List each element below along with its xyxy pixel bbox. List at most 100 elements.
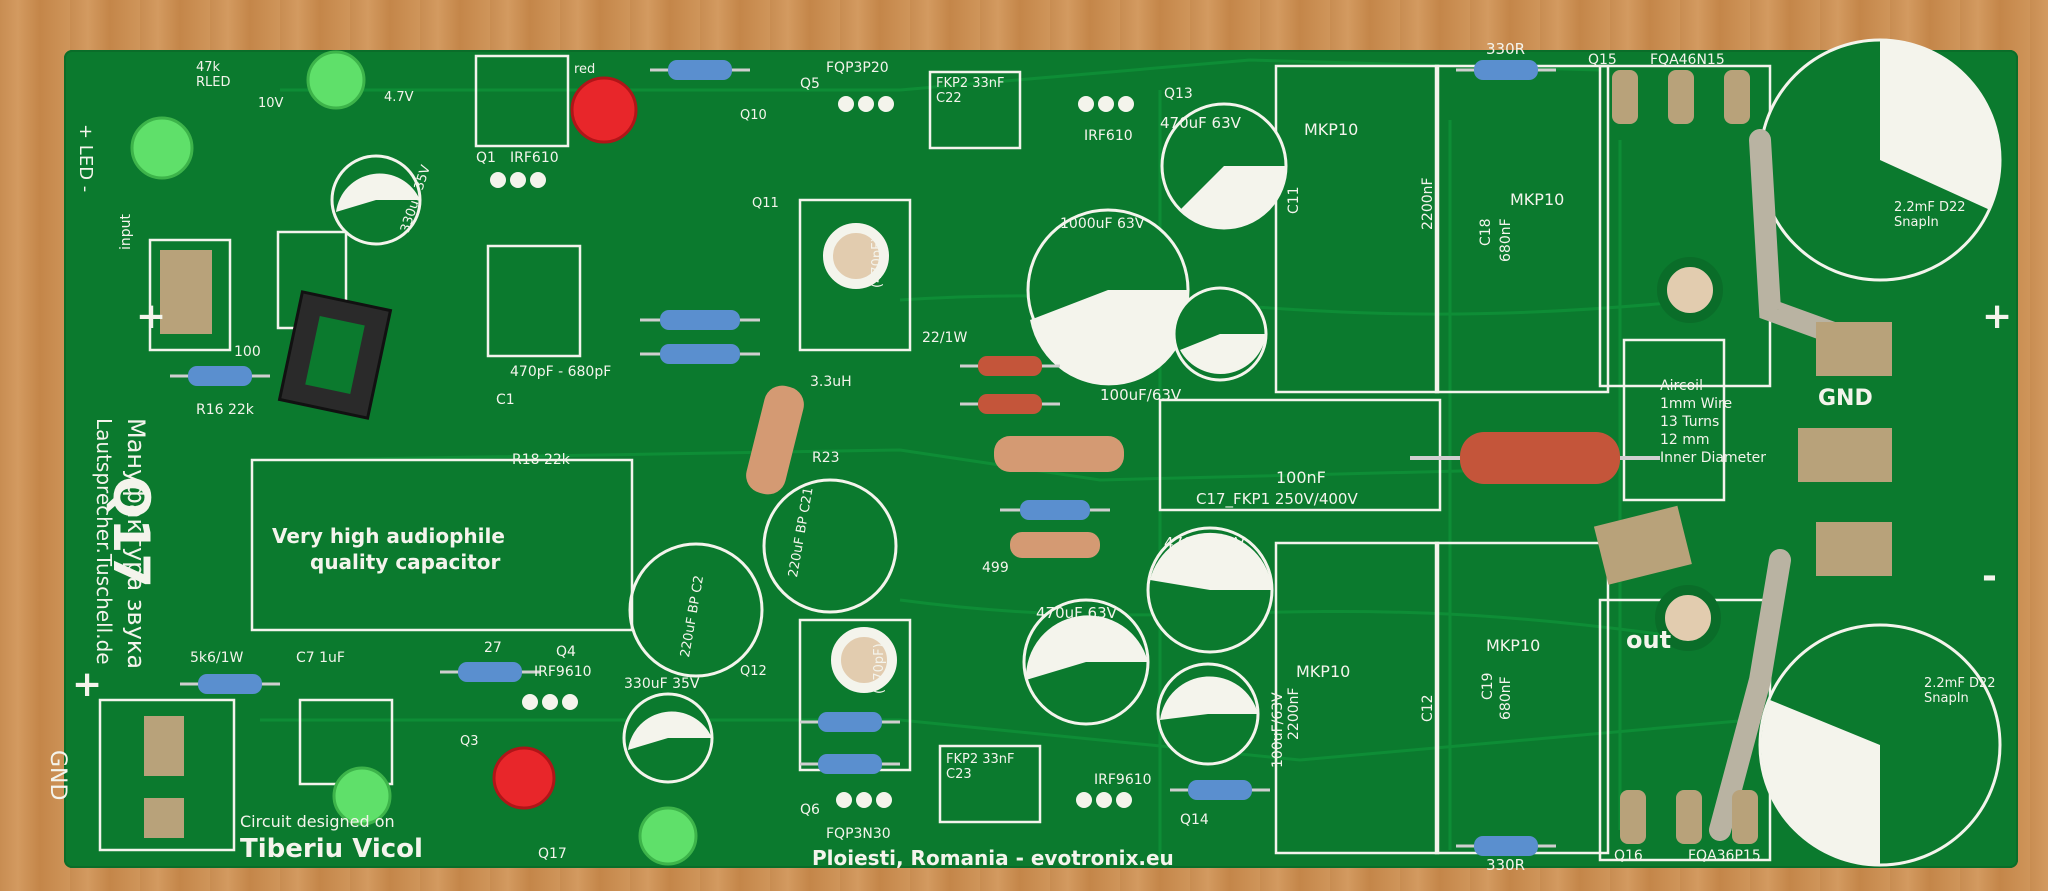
pad-gnd — [1798, 428, 1892, 482]
d-10v-label: 10V — [258, 96, 284, 111]
c18-type: MKP10 — [1510, 190, 1565, 209]
r16-resistor — [188, 366, 252, 386]
input-connector-outline — [148, 238, 232, 352]
out-label: out — [1626, 626, 1672, 654]
c23-label: FKP2 33nF C23 — [946, 752, 1015, 782]
c1-ref: C1 — [496, 392, 515, 408]
c11-outline — [1274, 64, 1440, 394]
c6-fill — [628, 711, 712, 750]
big-power-resistor — [1460, 432, 1620, 484]
c19-ref: C19 — [1480, 672, 1496, 700]
q6-label: Q6 — [800, 802, 820, 818]
plus-right-label: + — [1982, 296, 2013, 337]
r-499-label: 499 — [982, 560, 1009, 576]
input-label: input — [118, 213, 134, 250]
c12-ref: C12 — [1420, 694, 1436, 722]
r-10c-resistor — [660, 344, 740, 364]
q4-part: IRF9610 — [534, 664, 592, 680]
maker-cyrillic: Мануфактура звука — [122, 418, 150, 670]
c19-outline — [1434, 541, 1610, 855]
r330-bottom-resistor — [1474, 836, 1538, 856]
snapin-caps — [1709, 38, 2002, 867]
pad-power-2 — [144, 798, 184, 838]
c-470p-bottom-label: (470pF) — [872, 643, 887, 694]
c2-bp-outline — [628, 542, 764, 678]
q15-pad-3 — [1724, 70, 1750, 124]
q16-label: Q16 — [1614, 848, 1643, 864]
r-8k2-resistor — [746, 385, 804, 495]
audiophile-note-line-1: Very high audiophile — [272, 524, 505, 548]
green-led-4 — [638, 806, 698, 866]
location-text: Ploiesti, Romania - evotronix.eu — [812, 846, 1174, 870]
red-led-bottom — [492, 746, 556, 810]
green-led-3 — [332, 766, 392, 826]
c5-small-fill — [336, 173, 420, 212]
c18-ref: C18 — [1478, 218, 1494, 246]
r330-top-resistor — [1474, 60, 1538, 80]
c23-outline — [938, 744, 1042, 824]
q16-pad-2 — [1676, 790, 1702, 844]
q15-label: Q15 — [1588, 52, 1617, 68]
c12-value: 2200nF — [1286, 687, 1302, 740]
r-10e-resistor — [1020, 500, 1090, 520]
c6-label: 330uF 35V — [624, 676, 700, 692]
plus-left-label: + — [72, 664, 103, 705]
coil-note-1: Aircoil — [1660, 378, 1703, 394]
r23-label: R23 — [812, 450, 840, 466]
red-led-label: red — [574, 62, 596, 77]
c22-outline — [928, 70, 1022, 150]
led-connector-label: + LED - — [75, 124, 96, 193]
transistor-pads — [490, 96, 1134, 808]
c14-label: 100uF/63V — [1270, 692, 1286, 768]
coil-note-5: Inner Diameter — [1660, 450, 1767, 466]
c17-ref: C17_FKP1 250V/400V — [1196, 490, 1358, 508]
q3-label: Q3 — [460, 734, 479, 749]
q16-pad-3 — [1732, 790, 1758, 844]
q15-part: FQA46N15 — [1650, 52, 1725, 68]
q12-label: Q12 — [740, 664, 767, 679]
r-5k6-label: 5k6/1W — [190, 650, 244, 666]
c24-label: 470uF 63V — [1160, 114, 1241, 132]
wire-link-bottom — [1709, 549, 1791, 841]
q5-outline — [798, 198, 912, 352]
r-22-1w-b-resistor — [978, 394, 1042, 414]
r-10-resistor — [668, 60, 732, 80]
q14-label: Q14 — [1180, 812, 1209, 828]
c13-label: 100uF/63V — [1100, 386, 1182, 404]
green-led-1 — [130, 116, 194, 180]
r-22-1w-label: 22/1W — [922, 330, 968, 346]
pad-out — [1593, 505, 1692, 585]
c13-fill — [1180, 334, 1266, 374]
q13-part: IRF610 — [1084, 128, 1133, 144]
hole-top-right — [1657, 257, 1723, 323]
resistors — [170, 60, 1660, 856]
d-47v-label: 4.7V — [384, 90, 414, 105]
c14-fill — [1160, 676, 1258, 720]
q1-part: IRF610 — [510, 150, 559, 166]
q16-pad-1 — [1620, 790, 1646, 844]
c22-label: FKP2 33nF C22 — [936, 76, 1005, 106]
c7-label: C7 1uF — [296, 650, 345, 666]
c21-bp-outline — [762, 478, 898, 614]
c11-ref: C11 — [1286, 186, 1302, 214]
coil-outline — [1622, 338, 1726, 502]
r-10b-resistor — [660, 310, 740, 330]
c18-outline — [1434, 64, 1610, 394]
c12-outline — [1274, 541, 1440, 855]
electrolytic-caps — [330, 102, 1288, 784]
coil-note-3: 13 Turns — [1660, 414, 1720, 430]
q14-part: IRF9610 — [1094, 772, 1152, 788]
c26-fill — [1025, 615, 1148, 680]
r-5k6-resistor — [198, 674, 262, 694]
c17-value: 100nF — [1276, 468, 1326, 487]
c18-value: 680nF — [1498, 218, 1514, 262]
ic-socket — [277, 290, 393, 420]
c9-outline — [474, 54, 570, 148]
gnd-right-label: GND — [1818, 386, 1873, 411]
c25-label: 470uF 63V — [1164, 534, 1245, 552]
hole-bottom-right — [1655, 585, 1721, 651]
r16-label: R16 22k — [196, 402, 254, 418]
l-33-label: 3.3uH — [810, 374, 852, 390]
credit-line: Circuit designed on — [240, 812, 395, 831]
